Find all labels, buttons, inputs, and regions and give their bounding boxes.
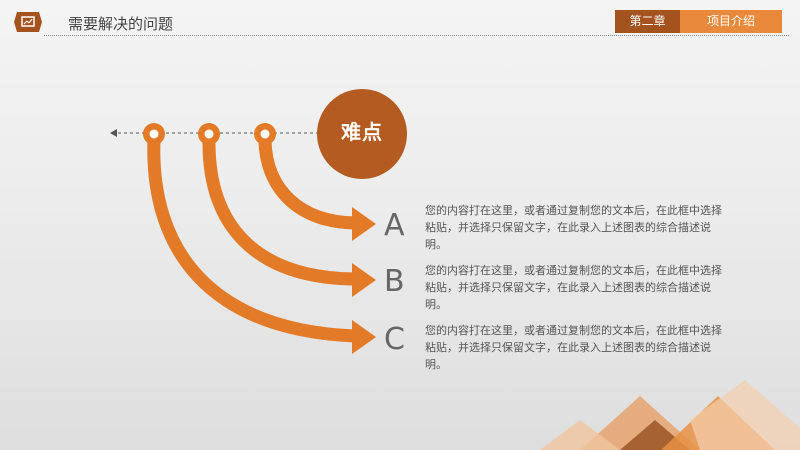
item-description-c[interactable]: 您的内容打在这里，或者通过复制您的文本后，在此框中选择粘贴，并选择只保留文字，在… bbox=[425, 324, 722, 371]
axis-node-2 bbox=[198, 123, 220, 145]
tab-section[interactable]: 项目介绍 bbox=[680, 10, 782, 33]
presentation-logo-icon bbox=[14, 12, 42, 32]
item-letter-b: B bbox=[384, 264, 405, 299]
axis-node-1 bbox=[143, 123, 165, 145]
difficulty-badge-label: 难点 bbox=[341, 120, 383, 144]
item-letter-a: A bbox=[384, 208, 405, 243]
arrowhead-b-icon bbox=[352, 263, 376, 297]
curve-arrow-a bbox=[258, 139, 356, 230]
axis-node-3 bbox=[254, 123, 276, 145]
curve-arrow-c bbox=[147, 139, 356, 343]
arrowhead-a-icon bbox=[352, 207, 376, 241]
header-divider bbox=[44, 35, 789, 36]
curve-arrow-b bbox=[202, 139, 356, 286]
difficulty-badge-circle bbox=[317, 89, 407, 179]
timeline-arrowhead-icon bbox=[110, 129, 117, 137]
tab-chapter[interactable]: 第二章 bbox=[615, 10, 680, 33]
slide-header: 需要解决的问题 第二章 项目介绍 bbox=[0, 0, 800, 40]
item-description-a[interactable]: 您的内容打在这里，或者通过复制您的文本后，在此框中选择粘贴，并选择只保留文字，在… bbox=[425, 204, 722, 251]
arrowhead-c-icon bbox=[352, 320, 376, 354]
item-description-b[interactable]: 您的内容打在这里，或者通过复制您的文本后，在此框中选择粘贴，并选择只保留文字，在… bbox=[425, 264, 722, 311]
item-letter-c: C bbox=[384, 322, 405, 357]
page-title: 需要解决的问题 bbox=[68, 15, 174, 33]
